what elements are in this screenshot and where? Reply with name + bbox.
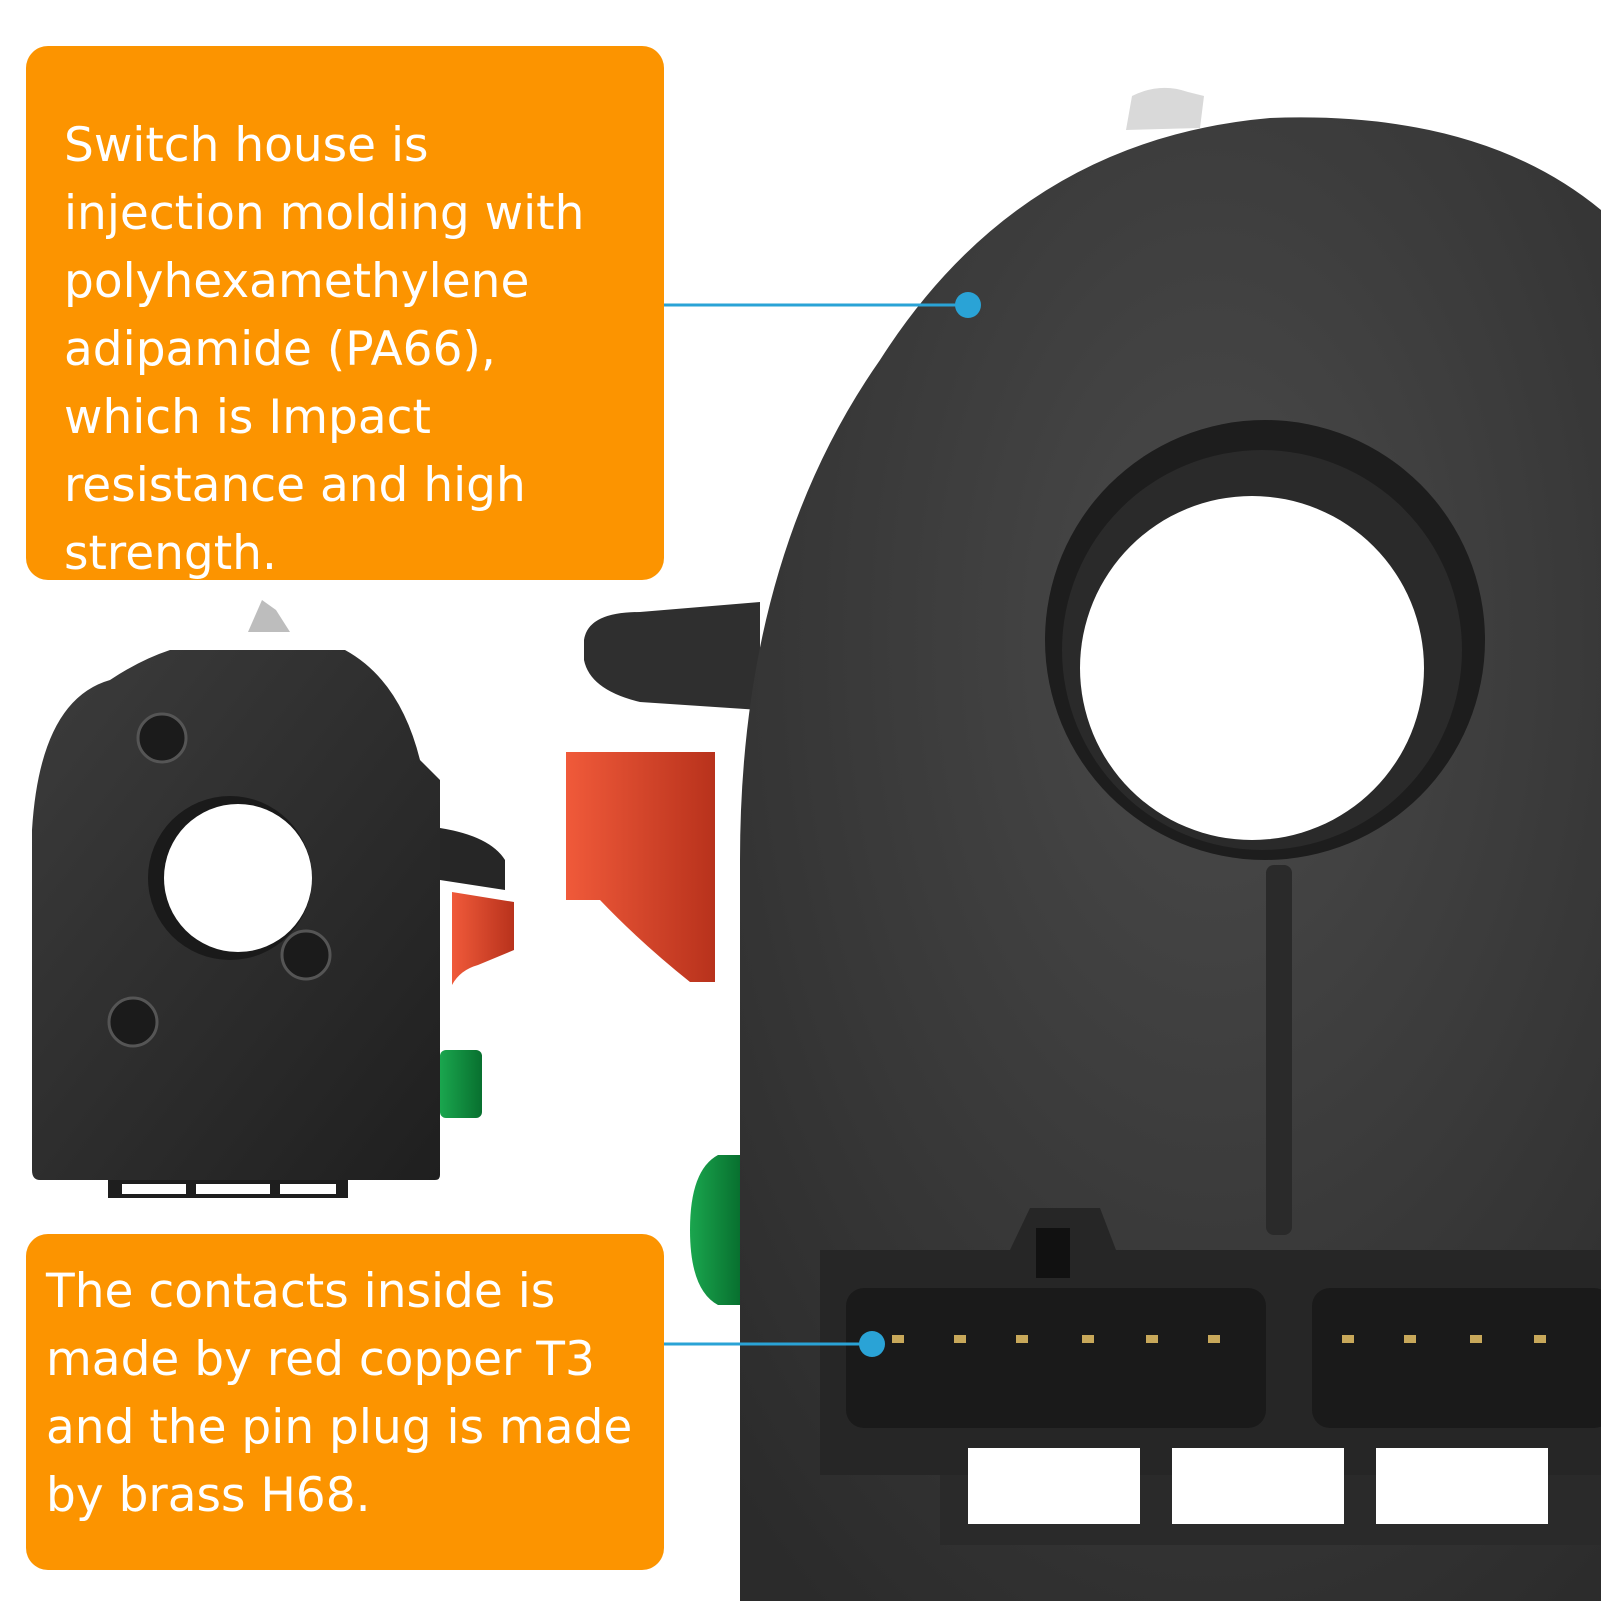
housing-material-callout: Switch house is injection molding with p… [26,46,664,581]
leader-line-housing [664,292,981,318]
housing-material-text: Switch house is injection molding with p… [64,118,585,581]
contacts-material-callout: The contacts inside is made by red coppe… [26,1234,664,1570]
leader-line-contacts [664,1331,885,1357]
screw-heads [107,712,332,1048]
green-start-button [690,1155,740,1305]
large-switch-housing [566,87,1601,1601]
connector-pins [892,1335,1546,1343]
red-stop-button [566,752,715,982]
small-switch-housing [32,600,514,1198]
contacts-material-text: The contacts inside is made by red coppe… [46,1264,633,1523]
